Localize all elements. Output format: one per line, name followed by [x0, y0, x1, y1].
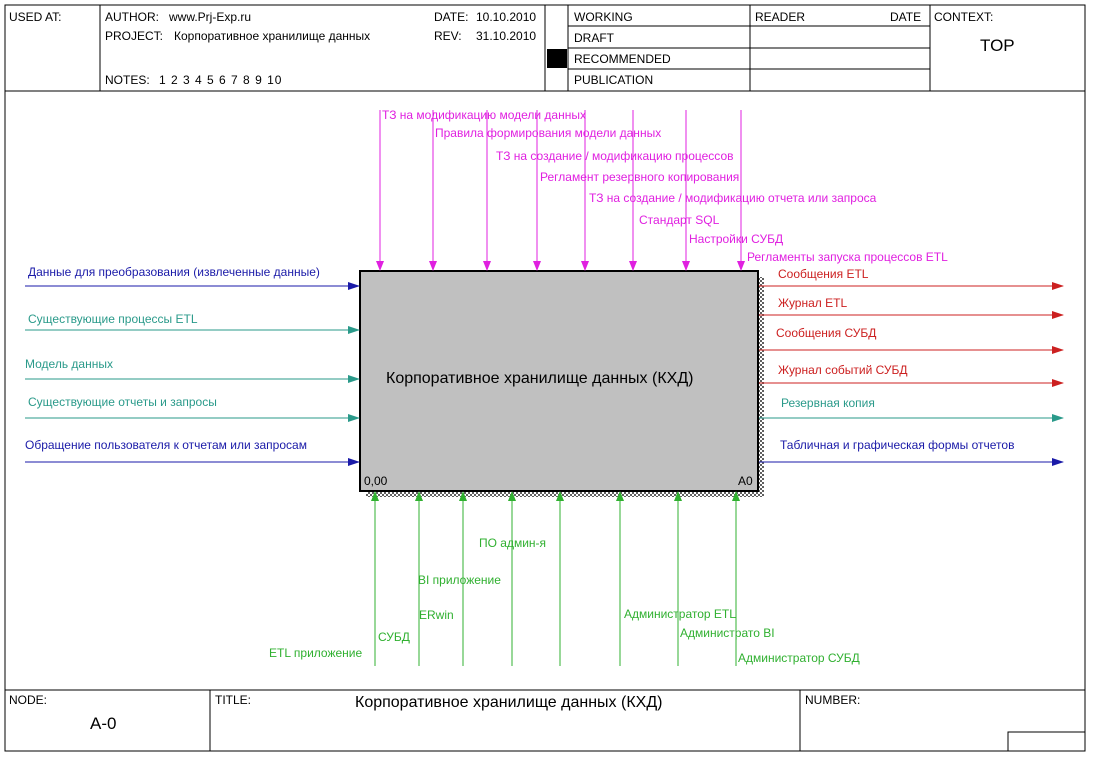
mechanism-label: ERwin: [419, 608, 454, 622]
mechanism-label: Администрато BI: [680, 626, 775, 640]
notes-value: 1 2 3 4 5 6 7 8 9 10: [159, 73, 283, 87]
activity-cost: 0,00: [364, 474, 388, 488]
recommended-marker: [547, 49, 567, 68]
rev-label: REV:: [434, 29, 462, 43]
context-label: CONTEXT:: [934, 10, 994, 24]
author-value: www.Prj-Exp.ru: [169, 10, 252, 24]
title-label: TITLE:: [215, 693, 252, 707]
notes-label: NOTES:: [105, 73, 150, 87]
control-label: Правила формирования модели данных: [435, 126, 662, 140]
output-label: Сообщения СУБД: [776, 326, 877, 340]
output-label: Журнал ETL: [778, 296, 848, 310]
mechanism-label: Администратор СУБД: [738, 651, 860, 665]
reader-label: READER: [755, 10, 806, 24]
output-label: Сообщения ETL: [778, 267, 869, 281]
mechanism-label: BI приложение: [418, 573, 501, 587]
input-label: Модель данных: [25, 357, 113, 371]
reader-date-label: DATE: [890, 10, 922, 24]
control-label: ТЗ на создание / модификацию процессов: [496, 149, 734, 163]
header-frame: [5, 5, 1085, 92]
activity-name: Корпоративное хранилище данных (КХД): [386, 370, 694, 387]
status-publication: PUBLICATION: [574, 73, 654, 87]
mechanism-label: ETL приложение: [269, 646, 363, 660]
used-at-label: USED AT:: [9, 10, 62, 24]
control-label: Регламент резервного копирования: [540, 170, 740, 184]
author-label: AUTHOR:: [105, 10, 159, 24]
output-label: Резервная копия: [781, 396, 875, 410]
mechanism-label: Администратор ETL: [624, 607, 736, 621]
project-label: PROJECT:: [105, 29, 164, 43]
node-label: NODE:: [9, 693, 48, 707]
status-working: WORKING: [574, 10, 633, 24]
control-label: Настройки СУБД: [689, 232, 784, 246]
rev-value: 31.10.2010: [476, 29, 537, 43]
activity-box: [359, 270, 759, 492]
activity-number: A0: [738, 474, 753, 488]
project-value: Корпоративное хранилище данных: [174, 29, 371, 43]
mechanism-label: СУБД: [378, 630, 410, 644]
control-label: ТЗ на создание / модификацию отчета или …: [589, 191, 877, 205]
control-label: ТЗ на модификацию модели данных: [382, 108, 586, 122]
input-label: Существующие процессы ETL: [28, 312, 198, 326]
context-value: TOP: [980, 36, 1015, 55]
control-label: Стандарт SQL: [639, 213, 720, 227]
input-label: Обращение пользователя к отчетам или зап…: [25, 438, 307, 452]
output-label: Табличная и графическая формы отчетов: [780, 438, 1015, 452]
date-label: DATE:: [434, 10, 469, 24]
output-label: Журнал событий СУБД: [778, 363, 908, 377]
date-value: 10.10.2010: [476, 10, 537, 24]
footer-frame: [5, 689, 1086, 752]
mechanism-label: ПО админ-я: [479, 536, 547, 550]
status-draft: DRAFT: [574, 31, 614, 45]
input-label: Данные для преобразования (извлеченные д…: [28, 265, 320, 279]
footer-title: Корпоративное хранилище данных (КХД): [355, 694, 663, 711]
control-label: Регламенты запуска процессов ETL: [747, 250, 948, 264]
number-label: NUMBER:: [805, 693, 861, 707]
node-value: A-0: [90, 714, 117, 733]
input-label: Существующие отчеты и запросы: [28, 395, 217, 409]
status-recommended: RECOMMENDED: [574, 52, 671, 66]
